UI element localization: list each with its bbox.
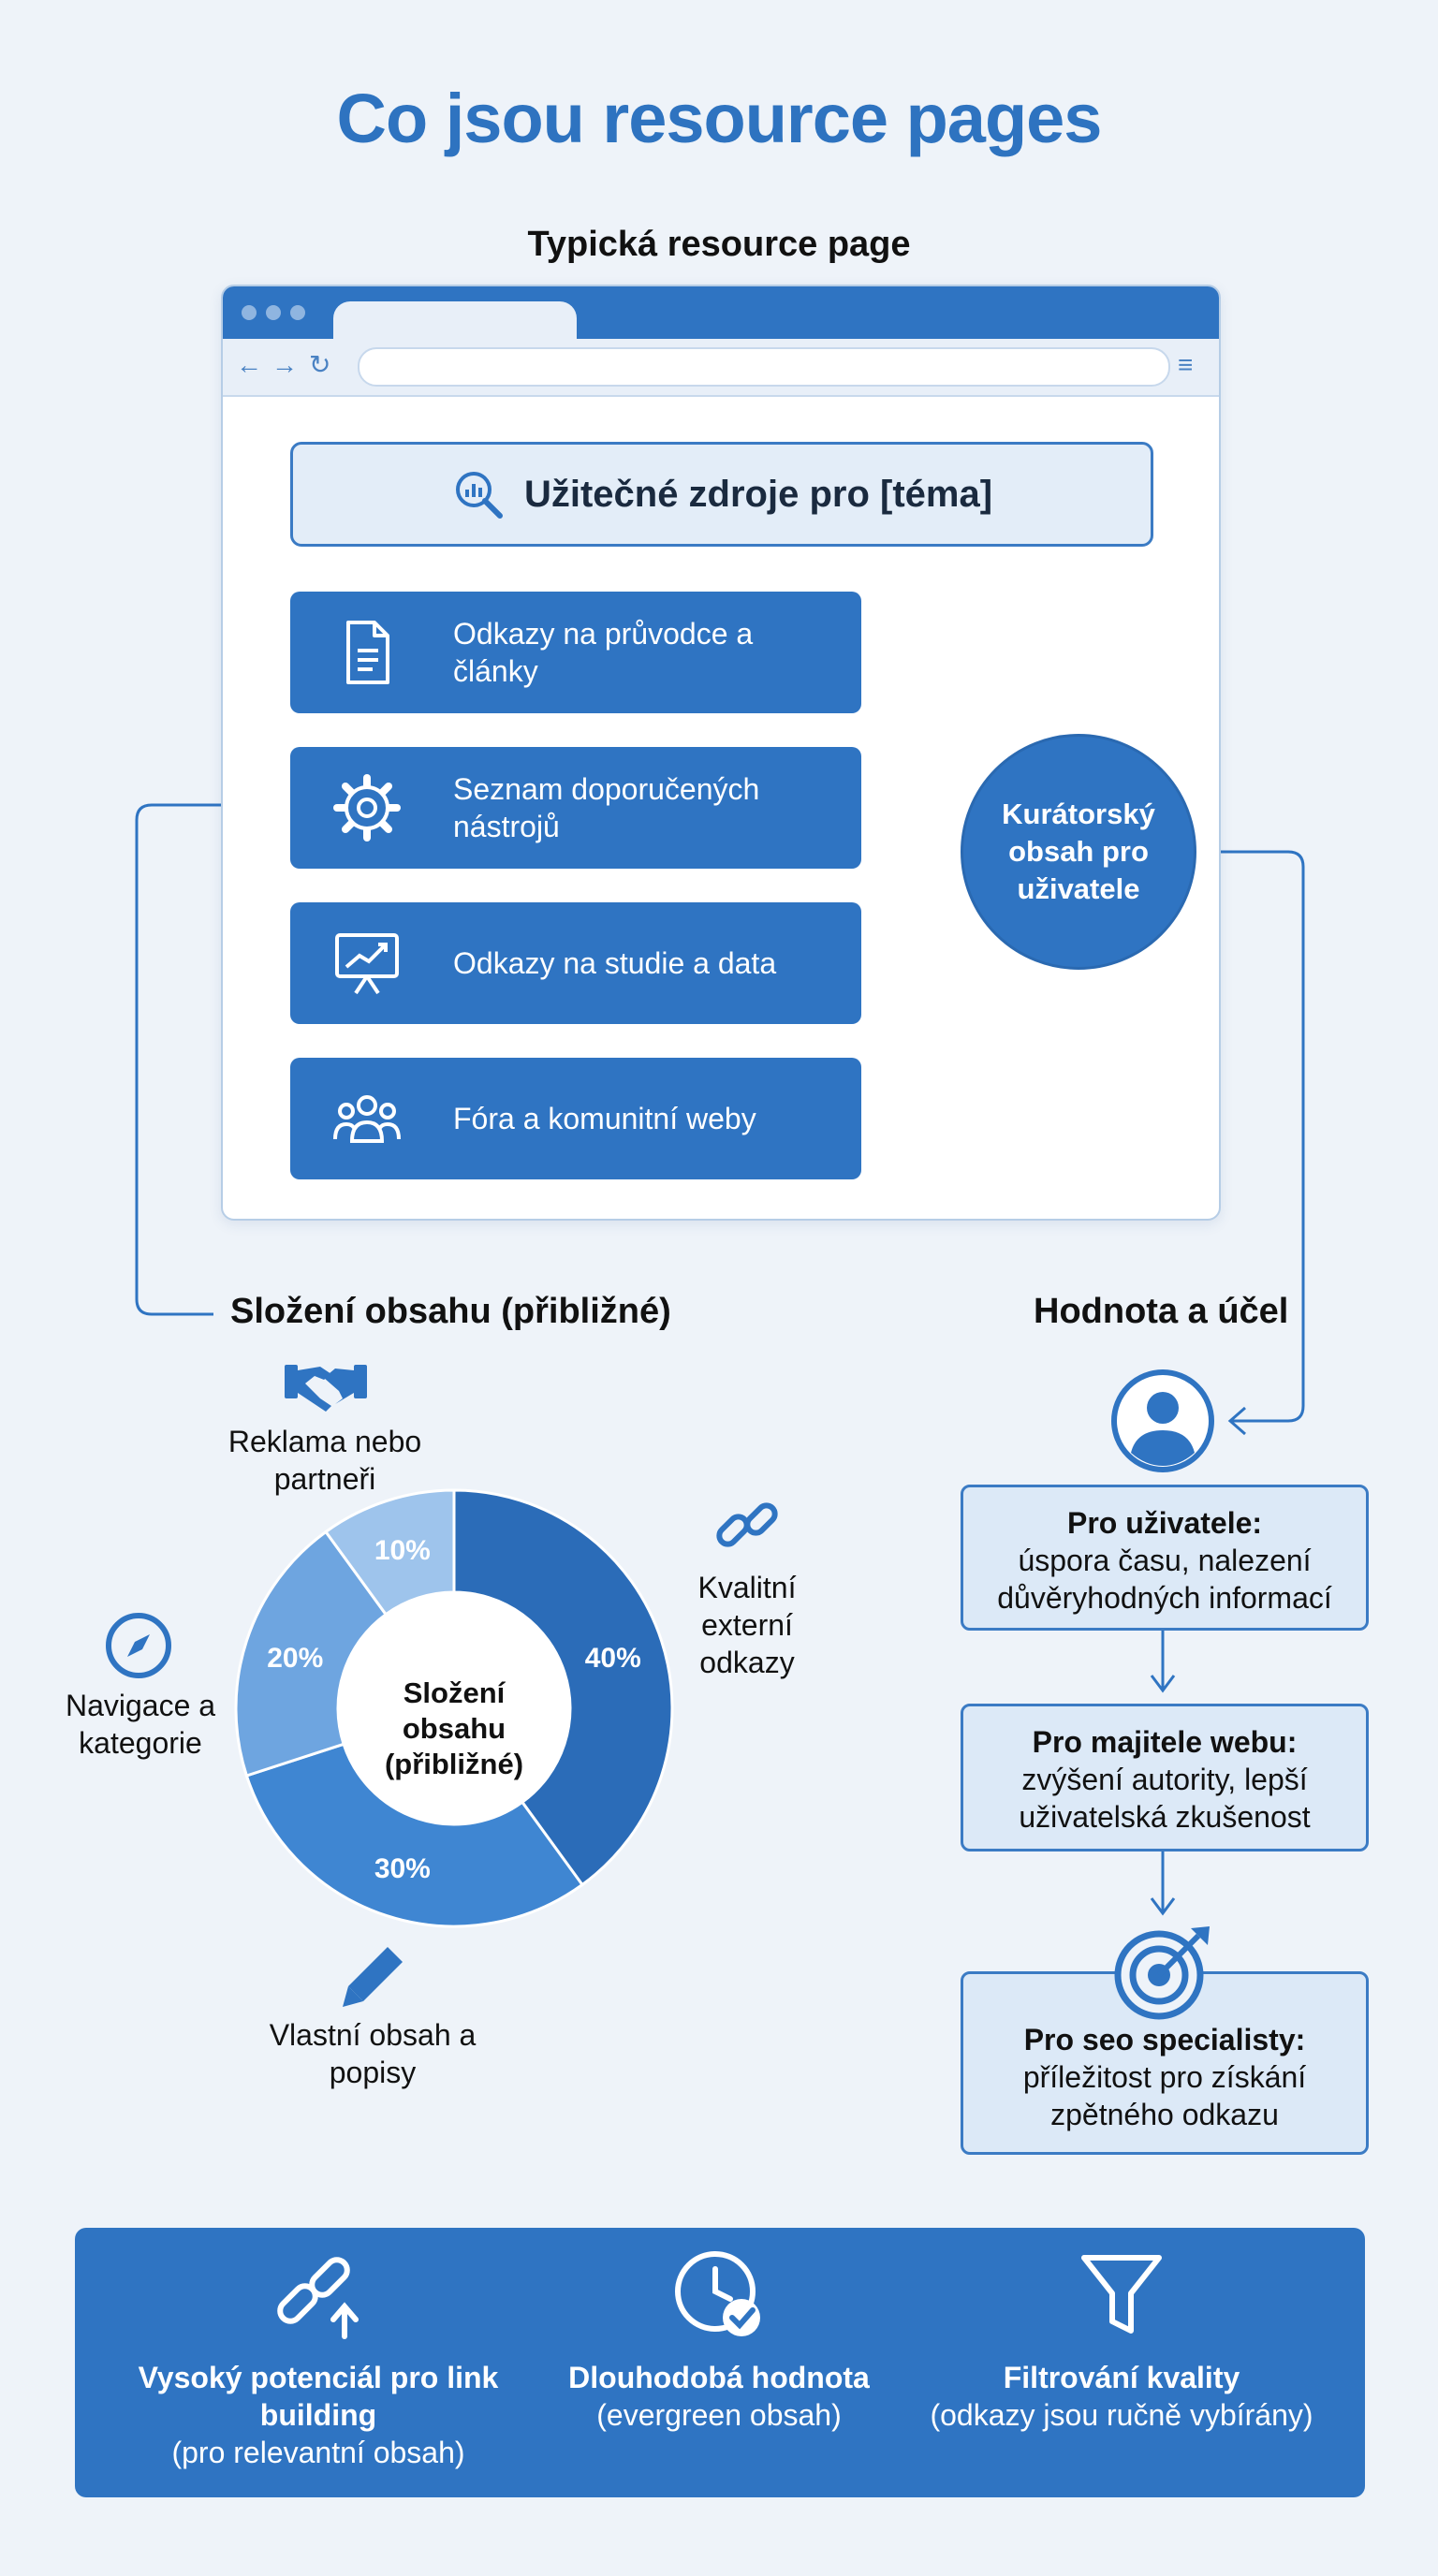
value-box-text: příležitost pro získání zpětného odkazu bbox=[1022, 2060, 1307, 2131]
feature-title: Vysoký potenciál pro link building bbox=[138, 2361, 499, 2432]
menu-icon[interactable]: ≡ bbox=[1178, 350, 1194, 379]
chart-presentation-icon bbox=[335, 933, 399, 995]
value-heading: Hodnota a účel bbox=[1034, 1292, 1289, 1331]
pie-label-navigation: Navigace a kategorie bbox=[65, 1689, 216, 1760]
feature-subtitle: (evergreen obsah) bbox=[596, 2398, 842, 2432]
filter-icon bbox=[1081, 2255, 1162, 2334]
connector-to-composition bbox=[135, 803, 221, 1316]
user-avatar-icon bbox=[1111, 1369, 1214, 1472]
resource-card-label: Seznam doporučených nástrojů bbox=[453, 772, 760, 843]
donut-center-label: Složení obsahu (přibližné) bbox=[384, 1676, 524, 1780]
value-box-text: zvýšení autority, lepší uživatelská zkuš… bbox=[1019, 1763, 1311, 1834]
pie-label-ads: Reklama nebo partneři bbox=[227, 1425, 422, 1496]
feature-quality-filter: Filtrování kvality (odkazy jsou ručně vy… bbox=[925, 2228, 1318, 2497]
handshake-icon bbox=[285, 1365, 367, 1412]
donut-center bbox=[338, 1592, 570, 1824]
value-box-users: Pro uživatele: úspora času, nalezení dův… bbox=[961, 1485, 1369, 1631]
curated-content-label: Kurátorský obsah pro uživatele bbox=[1002, 798, 1155, 905]
feature-bar: Vysoký potenciál pro link building (pro … bbox=[75, 2228, 1365, 2497]
link-up-icon bbox=[277, 2257, 359, 2339]
resource-card-forums[interactable]: Fóra a komunitní weby bbox=[290, 1058, 861, 1179]
gear-icon bbox=[333, 774, 401, 842]
donut-slice-value-label: 10% bbox=[374, 1535, 431, 1566]
clock-check-icon bbox=[675, 2251, 760, 2336]
link-icon bbox=[716, 1502, 778, 1547]
feature-title: Filtrování kvality bbox=[1003, 2361, 1240, 2394]
search-banner-label: Užitečné zdroje pro [téma] bbox=[523, 473, 993, 515]
arrowhead-1 bbox=[1150, 1675, 1176, 1693]
browser-window: ← → ↻ ≡ Užitečné zdroje pro [téma] Odkaz… bbox=[221, 285, 1221, 1221]
feature-subtitle: (odkazy jsou ručně vybírány) bbox=[930, 2398, 1313, 2432]
feature-title: Dlouhodobá hodnota bbox=[568, 2361, 870, 2394]
resource-card-tools[interactable]: Seznam doporučených nástrojů bbox=[290, 747, 861, 869]
value-box-title: Pro uživatele: bbox=[1066, 1506, 1263, 1540]
value-box-seo: Pro seo specialisty: příležitost pro zís… bbox=[961, 1971, 1369, 2155]
pencil-icon bbox=[343, 1947, 403, 2007]
arrowhead-2 bbox=[1150, 1897, 1176, 1916]
value-box-text: úspora času, nalezení důvěryhodných info… bbox=[997, 1544, 1332, 1615]
pie-label-own-content: Vlastní obsah a popisy bbox=[269, 2018, 477, 2089]
resource-card-label: Fóra a komunitní weby bbox=[453, 1102, 756, 1135]
target-icon bbox=[1114, 1926, 1210, 2020]
value-box-title: Pro majitele webu: bbox=[1032, 1725, 1298, 1759]
value-box-title: Pro seo specialisty: bbox=[1023, 2023, 1306, 2056]
search-banner: Užitečné zdroje pro [téma] bbox=[290, 442, 1153, 547]
search-analytics-icon bbox=[455, 472, 503, 519]
resource-card-label: Odkazy na studie a data bbox=[453, 946, 777, 980]
reload-icon[interactable]: ↻ bbox=[309, 350, 331, 379]
composition-heading: Složení obsahu (přibližné) bbox=[230, 1292, 671, 1331]
pie-label-external-links: Kvalitní externí odkazy bbox=[697, 1571, 797, 1679]
window-dot-icon bbox=[290, 305, 305, 320]
curated-content-circle: Kurátorský obsah pro uživatele bbox=[961, 734, 1196, 970]
back-arrow-icon[interactable]: ← bbox=[236, 350, 262, 379]
resource-card-studies[interactable]: Odkazy na studie a data bbox=[290, 902, 861, 1024]
donut-slice-value-label: 30% bbox=[374, 1853, 431, 1884]
forward-arrow-icon[interactable]: → bbox=[271, 350, 298, 379]
users-icon bbox=[333, 1095, 401, 1143]
page-title: Co jsou resource pages bbox=[336, 80, 1103, 157]
browser-toolbar: ← → ↻ ≡ bbox=[223, 339, 1219, 397]
feature-link-building: Vysoký potenciál pro link building (pro … bbox=[122, 2228, 515, 2497]
connector-to-user bbox=[1191, 850, 1305, 1423]
resource-card-guides[interactable]: Odkazy na průvodce a články bbox=[290, 592, 861, 713]
composition-donut-chart: 40% 30% 20% 10% bbox=[234, 1488, 674, 1928]
window-dot-icon bbox=[266, 305, 281, 320]
arrowhead-user bbox=[1227, 1406, 1246, 1436]
address-bar[interactable] bbox=[358, 347, 1170, 387]
donut-slice-value-label: 40% bbox=[585, 1643, 641, 1674]
feature-subtitle: (pro relevantní obsah) bbox=[171, 2436, 465, 2469]
browser-tab[interactable] bbox=[333, 301, 577, 343]
document-icon bbox=[346, 621, 389, 684]
compass-icon bbox=[106, 1613, 171, 1678]
resource-card-label: Odkazy na průvodce a články bbox=[453, 617, 754, 688]
donut-slice-value-label: 20% bbox=[267, 1643, 323, 1674]
feature-long-term-value: Dlouhodobá hodnota (evergreen obsah) bbox=[522, 2228, 916, 2497]
browser-section-heading: Typická resource page bbox=[527, 225, 911, 264]
value-box-owners: Pro majitele webu: zvýšení autority, lep… bbox=[961, 1704, 1369, 1852]
window-dot-icon bbox=[242, 305, 257, 320]
